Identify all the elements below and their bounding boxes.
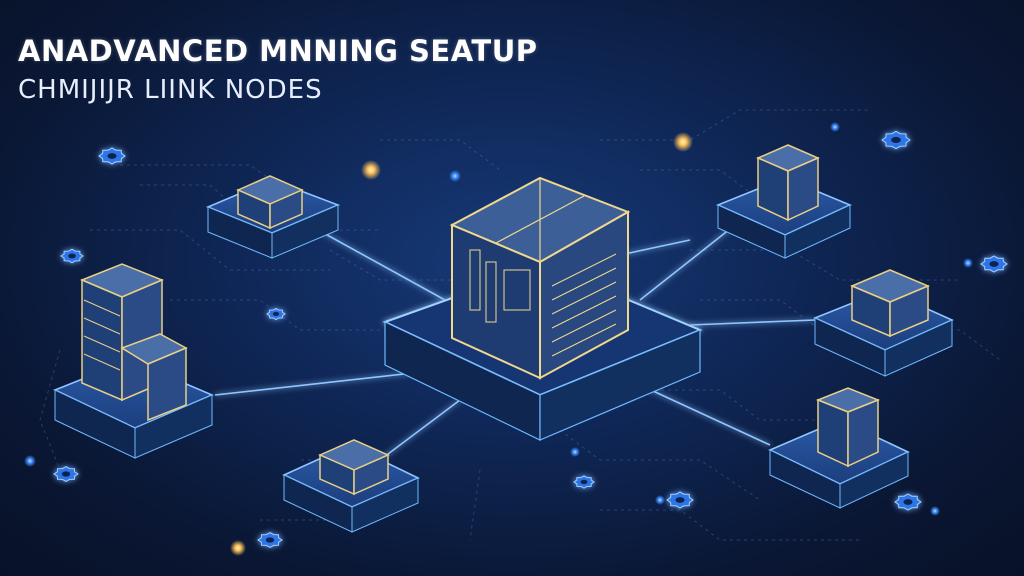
glow-dot	[361, 160, 381, 180]
page-subtitle: CHMIJIJR LIINK NODES	[18, 75, 323, 105]
gear-icon	[980, 255, 1008, 273]
gear-icon	[666, 491, 694, 509]
page-title: ANADVANCED MNNING SEATUP	[18, 34, 538, 68]
glow-dots	[24, 122, 973, 556]
gear-icon	[881, 130, 911, 150]
glow-dot	[930, 506, 940, 516]
glow-dot	[673, 132, 693, 152]
gear-icon	[266, 307, 286, 321]
node-bottom-left	[282, 439, 420, 533]
gear-icon	[573, 475, 595, 489]
gear-icon	[60, 248, 84, 264]
central-server-cube-icon	[449, 176, 631, 380]
glow-dot	[230, 540, 246, 556]
gear-icon	[894, 493, 922, 511]
gear-icon	[98, 147, 126, 165]
gear-icons	[53, 130, 1008, 548]
glow-dot	[24, 455, 36, 467]
glow-dot	[449, 170, 461, 182]
node-top-left	[205, 175, 341, 259]
gear-icon	[257, 532, 283, 548]
glow-dot	[570, 447, 580, 457]
link-lines	[214, 219, 816, 461]
node-top-right	[715, 144, 852, 259]
glow-dot	[655, 495, 665, 505]
glow-dot	[830, 122, 840, 132]
gear-icon	[53, 466, 79, 482]
node-left-stack	[53, 263, 215, 459]
glow-dot	[963, 258, 973, 268]
node-mid-right	[812, 269, 954, 377]
node-bottom-right	[768, 387, 910, 509]
